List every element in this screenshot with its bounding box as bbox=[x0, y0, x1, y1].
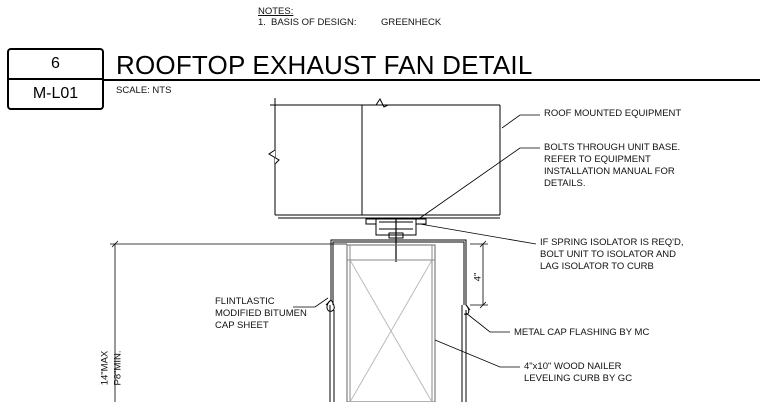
curb-assembly bbox=[325, 218, 471, 402]
callout-metal-cap: METAL CAP FLASHING BY MC bbox=[514, 327, 650, 338]
callout-flintlastic: FLINTLASTIC MODIFIED BITUMEN CAP SHEET bbox=[215, 296, 307, 331]
callout-wood-nailer: 4"x10" WOOD NAILER LEVELING CURB BY GC bbox=[524, 361, 633, 384]
detail-title: ROOFTOP EXHAUST FAN DETAIL bbox=[116, 50, 533, 80]
leader-lines bbox=[293, 114, 540, 368]
notes-item-value: GREENHECK bbox=[381, 17, 442, 28]
detail-number: 6 bbox=[7, 48, 104, 80]
dim-flashing-height: 4" bbox=[472, 272, 484, 282]
notes-heading: NOTES: bbox=[258, 6, 294, 17]
notes-item-number: 1. bbox=[258, 17, 266, 28]
detail-sheet: M-L01 bbox=[7, 80, 104, 110]
dimension-lines bbox=[110, 240, 488, 402]
callout-roof-equipment: ROOF MOUNTED EQUIPMENT bbox=[544, 108, 682, 119]
notes-item-label: BASIS OF DESIGN: bbox=[271, 17, 357, 28]
dim-curb-max: 14"MAX bbox=[99, 350, 111, 386]
detail-scale: SCALE: NTS bbox=[116, 85, 172, 96]
dim-curb-min: P8"MIN. bbox=[112, 350, 124, 386]
roof-equipment-unit bbox=[268, 98, 501, 219]
title-rule bbox=[104, 79, 760, 81]
callout-bolts: BOLTS THROUGH UNIT BASE. REFER TO EQUIPM… bbox=[544, 142, 681, 189]
callout-spring-isolator: IF SPRING ISOLATOR IS REQ'D, BOLT UNIT T… bbox=[540, 237, 684, 272]
